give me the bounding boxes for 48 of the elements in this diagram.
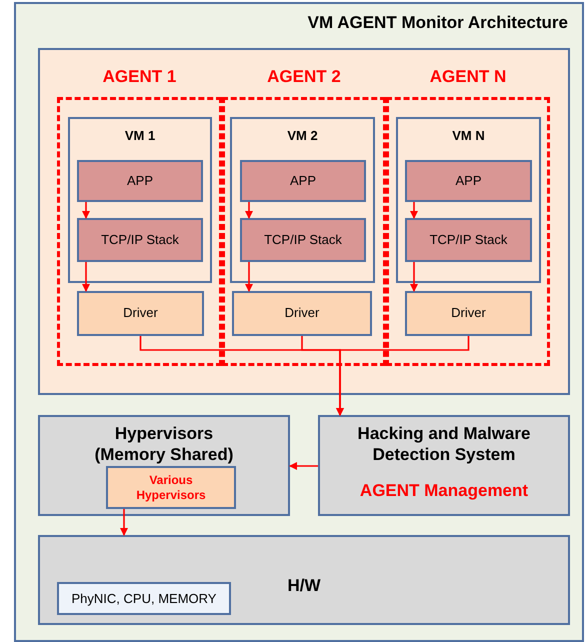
layer-box — [77, 160, 203, 202]
vm-box — [396, 117, 541, 283]
agent-heading: AGENT N — [428, 66, 508, 88]
driver-box — [77, 291, 204, 336]
layer-label: APP — [455, 172, 482, 190]
component-box — [57, 582, 231, 615]
layer-label: TCP/IP Stack — [264, 231, 342, 250]
system-heading: Hacking and Malware Detection System — [356, 423, 532, 466]
driver-box — [232, 291, 372, 336]
arrow — [289, 462, 318, 470]
arrow — [82, 262, 90, 292]
vm-box — [68, 117, 212, 283]
layer-label: PhyNIC, CPU, MEMORY — [72, 590, 216, 608]
agent-heading: AGENT 1 — [102, 66, 178, 88]
hypervisor-heading: Hypervisors (Memory Shared) — [94, 423, 234, 466]
arrow — [336, 336, 470, 416]
hypervisor-box — [38, 415, 290, 516]
driver-box — [405, 291, 532, 336]
agent-heading: AGENT 2 — [266, 66, 342, 88]
layer-box — [405, 160, 532, 202]
arrow — [120, 509, 128, 536]
management-label: AGENT Management — [360, 480, 528, 502]
diagram-title: VM AGENT Monitor Architecture — [308, 12, 568, 34]
arrow — [82, 202, 90, 219]
vm-label: VM 2 — [286, 127, 319, 145]
layer-label: APP — [290, 172, 316, 190]
arrow — [410, 262, 418, 292]
driver-label: Driver — [284, 305, 320, 322]
layer-label: TCP/IP Stack — [430, 231, 508, 250]
hypervisor-label: Various Hypervisors — [135, 472, 207, 502]
hypervisor-inner-box — [106, 466, 236, 509]
arrow — [245, 202, 253, 219]
vm-label: VM N — [451, 127, 486, 145]
vm-label: VM 1 — [124, 127, 156, 145]
layer-box — [240, 160, 366, 202]
driver-label: Driver — [122, 305, 159, 322]
vm-box — [230, 117, 375, 283]
layer-box — [240, 218, 366, 262]
layer-label: TCP/IP Stack — [101, 231, 179, 250]
layer-box — [77, 218, 203, 262]
agents-panel — [38, 48, 570, 395]
driver-label: Driver — [450, 305, 487, 322]
hardware-box — [38, 535, 570, 625]
detection-box — [318, 415, 570, 516]
layer-label: APP — [126, 172, 153, 190]
arrow — [410, 202, 418, 219]
layer-box — [405, 218, 532, 262]
arrow — [245, 262, 253, 292]
